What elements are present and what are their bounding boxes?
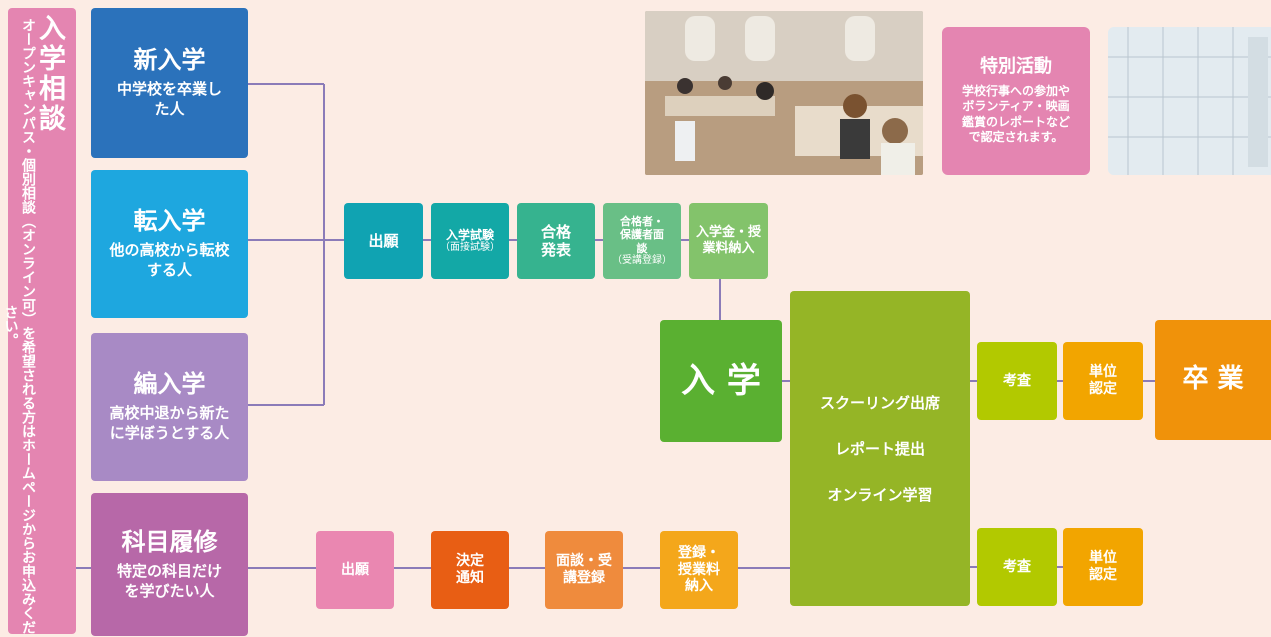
study-item-online: オンライン学習 <box>827 485 933 504</box>
step-result: 合格発表 <box>517 203 595 279</box>
step-interview-label: 合格者・保護者面談 <box>620 215 664 255</box>
step-exam-label: 入学試験 <box>445 227 494 242</box>
entry-title: 編入学 <box>133 370 206 399</box>
step-result-label: 合格発表 <box>540 223 571 259</box>
entry-subject-enrollment: 科目履修 特定の科目だけを学びたい人 <box>91 493 248 636</box>
step-apply-label: 出願 <box>368 232 399 250</box>
lower-step-fee: 登録・授業料納入 <box>660 531 738 609</box>
credit-box-upper: 単位認定 <box>1063 342 1143 420</box>
step-interview: 合格者・保護者面談 （受講登録） <box>603 203 681 279</box>
lower-step-decision-label: 決定通知 <box>456 553 484 586</box>
graduation-label: 卒 業 <box>1182 364 1244 395</box>
entry-description: 高校中退から新たに学ぼうとする人 <box>109 404 230 443</box>
step-exam-sublabel: （面接試験） <box>440 242 500 254</box>
credit-box-lower: 単位認定 <box>1063 528 1143 606</box>
lower-step-apply: 出願 <box>316 531 394 609</box>
exam-box-lower: 考査 <box>977 528 1057 606</box>
special-activities-description: 学校行事への参加やボランティア・映画鑑賞のレポートなどで認定されます。 <box>961 83 1070 145</box>
step-apply: 出願 <box>344 203 423 279</box>
entry-reenrollment: 編入学 高校中退から新たに学ぼうとする人 <box>91 333 248 481</box>
credit-label: 単位認定 <box>1089 364 1117 397</box>
lower-step-interview-label: 面談・受講登録 <box>556 553 612 586</box>
study-activities-box: スクーリング出席 レポート提出 オンライン学習 <box>790 291 970 606</box>
entry-description: 特定の科目だけを学びたい人 <box>117 561 223 600</box>
consultation-title: 入学相談 <box>34 14 65 134</box>
admission-label: 入 学 <box>681 360 761 401</box>
exam-box-upper: 考査 <box>977 342 1057 420</box>
special-activities-box: 特別活動 学校行事への参加やボランティア・映画鑑賞のレポートなどで認定されます。 <box>942 27 1090 175</box>
exam-label: 考査 <box>1003 372 1031 389</box>
classroom-photo <box>645 11 923 175</box>
entry-description: 中学校を卒業した人 <box>117 80 223 119</box>
classroom-photo-drawing <box>645 11 923 175</box>
entry-new-enrollment: 新入学 中学校を卒業した人 <box>91 8 248 158</box>
lower-step-interview: 面談・受講登録 <box>545 531 623 609</box>
step-interview-sublabel: （受講登録） <box>612 254 672 266</box>
lower-step-apply-label: 出願 <box>341 561 369 578</box>
entry-description: 他の高校から転校する人 <box>109 241 230 280</box>
entry-transfer: 転入学 他の高校から転校する人 <box>91 170 248 318</box>
admission-box: 入 学 <box>660 320 782 442</box>
special-activities-title: 特別活動 <box>980 56 1052 78</box>
step-fee-payment: 入学金・授業料納入 <box>689 203 768 279</box>
entry-title: 転入学 <box>133 207 206 236</box>
step-entrance-exam: 入学試験 （面接試験） <box>431 203 509 279</box>
report-photo-drawing <box>1108 27 1271 175</box>
lower-step-decision: 決定通知 <box>431 531 509 609</box>
lower-step-fee-label: 登録・授業料納入 <box>678 544 720 595</box>
graduation-box: 卒 業 <box>1155 320 1271 440</box>
step-fee-label: 入学金・授業料納入 <box>695 225 761 256</box>
study-item-report: レポート提出 <box>834 439 925 458</box>
consultation-note: オープンキャンパス・個別相談（オンライン可）を希望される方はホームページからお申… <box>2 18 37 634</box>
credit-label: 単位認定 <box>1089 550 1117 583</box>
report-photo <box>1108 27 1271 175</box>
admission-consultation-panel: 入学相談 オープンキャンパス・個別相談（オンライン可）を希望される方はホームペー… <box>3 8 76 634</box>
study-item-schooling: スクーリング出席 <box>819 393 940 412</box>
entry-title: 新入学 <box>133 46 206 75</box>
entry-title: 科目履修 <box>121 527 218 556</box>
exam-label: 考査 <box>1003 558 1031 575</box>
